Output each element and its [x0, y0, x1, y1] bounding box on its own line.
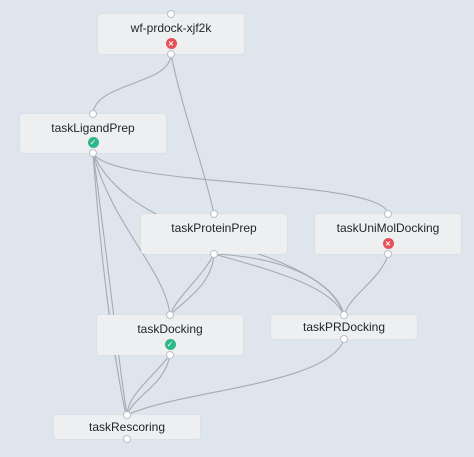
node-label: wf-prdock-xjf2k [130, 21, 212, 35]
rescoring-output-port [123, 435, 131, 443]
node-wf-prdock-xjf2k[interactable]: wf-prdock-xjf2k × [98, 14, 244, 54]
pr-docking-output-port [340, 335, 348, 343]
pr-docking-input-port [340, 311, 348, 319]
edge-ligand-prep-to-rescoring-a [92, 152, 127, 416]
edge-ligand-prep-to-docking [92, 152, 171, 316]
root-output-port [167, 50, 175, 58]
protein-prep-input-port [210, 210, 218, 218]
protein-prep-output-port [210, 250, 218, 258]
edge-unimol-docking-to-pr-docking [343, 254, 389, 316]
node-label: taskPRDocking [302, 320, 386, 334]
failed-status-icon: × [382, 238, 394, 249]
node-task-ligand-prep[interactable]: taskLigandPrep ✓ [20, 114, 166, 153]
node-label: taskUniMolDocking [336, 221, 440, 235]
ligand-prep-output-port [89, 149, 97, 157]
root-input-port [167, 10, 175, 18]
edge-pr-docking-to-rescoring [126, 338, 345, 416]
edge-docking-to-rescoring-b [126, 354, 171, 416]
edge-protein-prep-to-docking-b [169, 253, 215, 316]
node-label: taskLigandPrep [51, 121, 135, 135]
node-label: taskRescoring [88, 420, 166, 434]
unimol-docking-input-port [384, 210, 392, 218]
edge-protein-prep-to-docking-a [169, 253, 215, 316]
unimol-docking-output-port [384, 250, 392, 258]
edge-ligand-prep-to-rescoring-b [92, 152, 128, 416]
edge-protein-prep-to-pr-docking-a [213, 253, 345, 316]
edge-ligand-prep-to-unimol-docking [92, 152, 389, 215]
node-task-protein-prep[interactable]: taskProteinPrep [141, 214, 287, 254]
edge-protein-prep-to-pr-docking-b [213, 253, 345, 316]
success-status-icon: ✓ [164, 339, 176, 350]
node-label: taskDocking [137, 322, 203, 336]
node-label: taskProteinPrep [171, 221, 257, 235]
success-status-icon: ✓ [87, 137, 99, 148]
docking-output-port [166, 351, 174, 359]
edge-docking-to-rescoring-a [126, 354, 171, 416]
rescoring-input-port [123, 411, 131, 419]
failed-status-icon: × [165, 38, 177, 49]
ligand-prep-input-port [89, 110, 97, 118]
node-task-docking[interactable]: taskDocking ✓ [97, 315, 243, 355]
node-task-unimol-docking[interactable]: taskUniMolDocking × [315, 214, 461, 254]
edge-root-to-protein-prep [170, 53, 215, 215]
docking-input-port [166, 311, 174, 319]
edge-root-to-ligand-prep [92, 53, 172, 115]
